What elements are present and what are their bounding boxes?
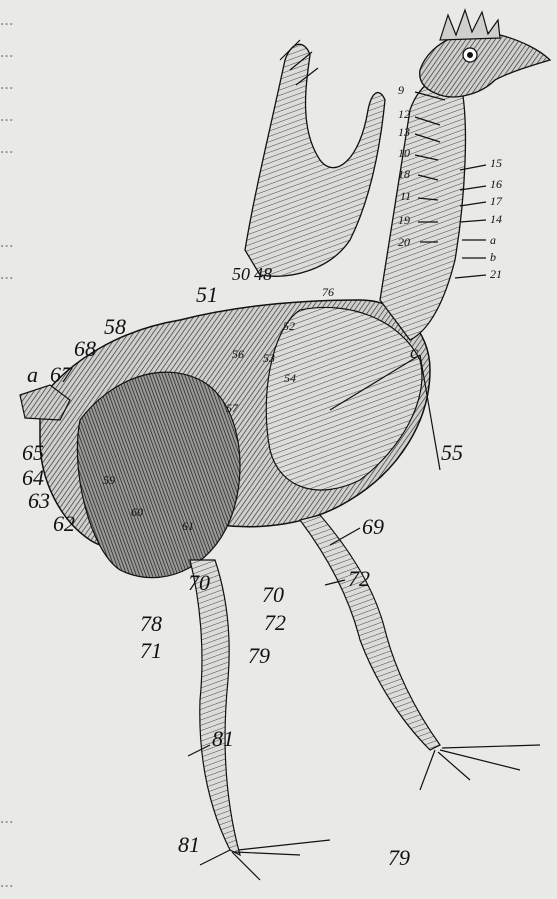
label-c: c bbox=[410, 342, 418, 362]
label-10: 10 bbox=[398, 146, 410, 160]
head bbox=[420, 32, 550, 97]
thigh-muscle bbox=[77, 372, 240, 578]
label-81-upper: 81 bbox=[212, 726, 234, 751]
label-56: 56 bbox=[232, 347, 244, 361]
label-a-neck: a bbox=[490, 233, 496, 247]
label-21: 21 bbox=[490, 267, 502, 281]
pectoral-muscle bbox=[266, 307, 422, 490]
label-70-right: 70 bbox=[262, 582, 284, 607]
label-12: 12 bbox=[398, 107, 410, 121]
label-71: 71 bbox=[140, 638, 162, 663]
label-15: 15 bbox=[490, 156, 502, 170]
label-20: 20 bbox=[398, 235, 410, 249]
label-67: 67 bbox=[50, 362, 73, 387]
label-17: 17 bbox=[490, 194, 503, 208]
label-57: 57 bbox=[226, 401, 239, 415]
label-50: 50 bbox=[232, 264, 250, 284]
label-79-upper: 79 bbox=[248, 643, 270, 668]
label-52: 52 bbox=[283, 319, 295, 333]
label-18: 18 bbox=[398, 167, 410, 181]
label-68: 68 bbox=[74, 336, 96, 361]
label-19: 19 bbox=[398, 213, 410, 227]
label-78: 78 bbox=[140, 611, 162, 636]
label-b: b bbox=[490, 250, 496, 264]
label-11-upper: 11 bbox=[400, 189, 411, 203]
label-9: 9 bbox=[398, 83, 404, 97]
right-foot-toes bbox=[420, 745, 540, 790]
label-63: 63 bbox=[28, 488, 50, 513]
label-81-lower: 81 bbox=[178, 832, 200, 857]
label-48: 48 bbox=[254, 264, 272, 284]
label-58: 58 bbox=[104, 314, 126, 339]
label-14: 14 bbox=[490, 212, 502, 226]
neck bbox=[380, 76, 465, 340]
label-79-lower: 79 bbox=[388, 845, 410, 870]
wing bbox=[245, 44, 385, 276]
label-55: 55 bbox=[441, 440, 463, 465]
label-51: 51 bbox=[196, 282, 218, 307]
label-61: 61 bbox=[182, 519, 194, 533]
left-leg bbox=[190, 560, 240, 855]
label-13: 13 bbox=[398, 125, 410, 139]
label-16: 16 bbox=[490, 177, 502, 191]
label-59: 59 bbox=[103, 473, 115, 487]
label-62: 62 bbox=[53, 511, 75, 536]
right-leg bbox=[300, 515, 440, 750]
label-54: 54 bbox=[284, 371, 296, 385]
label-65: 65 bbox=[22, 440, 44, 465]
label-70-left: 70 bbox=[188, 570, 210, 595]
eye-pupil bbox=[467, 52, 473, 58]
label-60: 60 bbox=[131, 505, 143, 519]
label-a-tail: a bbox=[27, 362, 38, 387]
label-53: 53 bbox=[263, 351, 275, 365]
left-foot-toes bbox=[200, 840, 330, 880]
label-72-right: 72 bbox=[348, 566, 370, 591]
label-64: 64 bbox=[22, 465, 44, 490]
label-72-left: 72 bbox=[264, 610, 286, 635]
label-69: 69 bbox=[362, 514, 384, 539]
label-76: 76 bbox=[322, 285, 334, 299]
comb bbox=[440, 10, 500, 40]
